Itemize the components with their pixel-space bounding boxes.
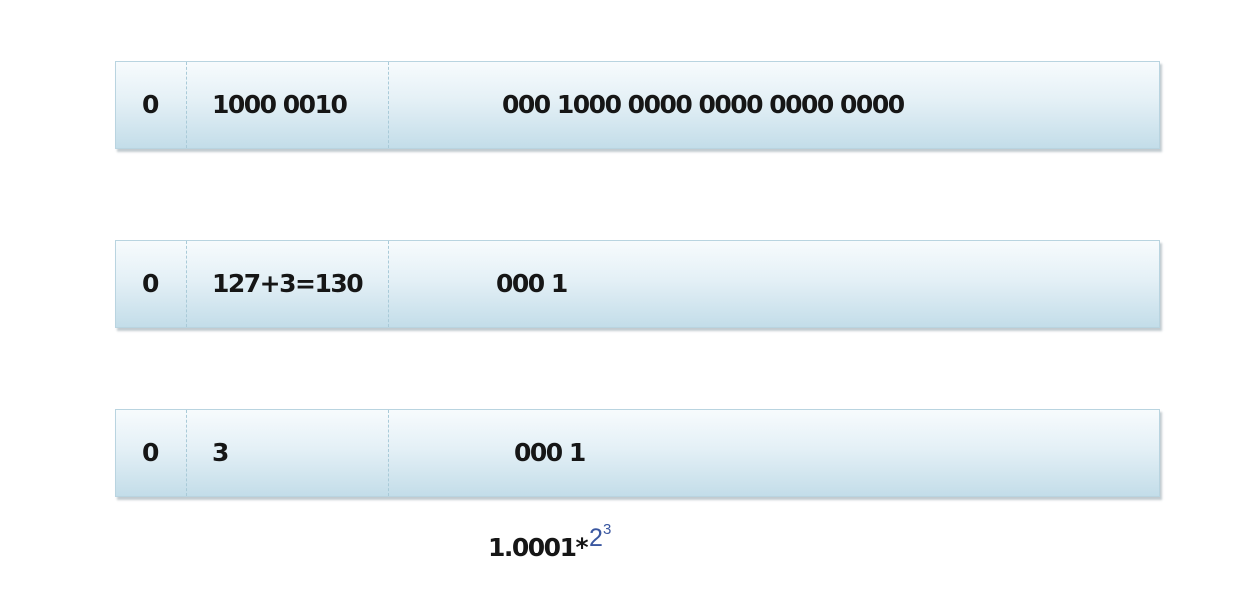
mantissa-field: 000 1: [496, 269, 568, 298]
formula-base: 1.0001*: [488, 533, 589, 562]
sign-bit: 0: [142, 269, 159, 298]
exponent-field: 3: [212, 438, 229, 467]
sign-exponent-divider: [186, 62, 187, 148]
scientific-notation-formula: 1.0001*23: [488, 521, 611, 563]
mantissa-field: 000 1000 0000 0000 0000 0000: [502, 90, 905, 119]
exponent-mantissa-divider: [388, 410, 389, 496]
actual-exponent-row: 0 3 000 1: [115, 409, 1160, 497]
sign-bit: 0: [142, 90, 159, 119]
exponent-field: 1000 0010: [212, 90, 348, 119]
exponent-field: 127+3=130: [212, 269, 364, 298]
biased-exponent-row: 0 127+3=130 000 1: [115, 240, 1160, 328]
formula-power: 23: [589, 520, 612, 552]
sign-exponent-divider: [186, 410, 187, 496]
sign-exponent-divider: [186, 241, 187, 327]
ieee754-binary-row: 0 1000 0010 000 1000 0000 0000 0000 0000: [115, 61, 1160, 149]
exponent-mantissa-divider: [388, 241, 389, 327]
formula-power-exponent: 3: [602, 520, 612, 538]
sign-bit: 0: [142, 438, 159, 467]
exponent-mantissa-divider: [388, 62, 389, 148]
formula-power-base: 2: [589, 524, 603, 552]
mantissa-field: 000 1: [514, 438, 586, 467]
